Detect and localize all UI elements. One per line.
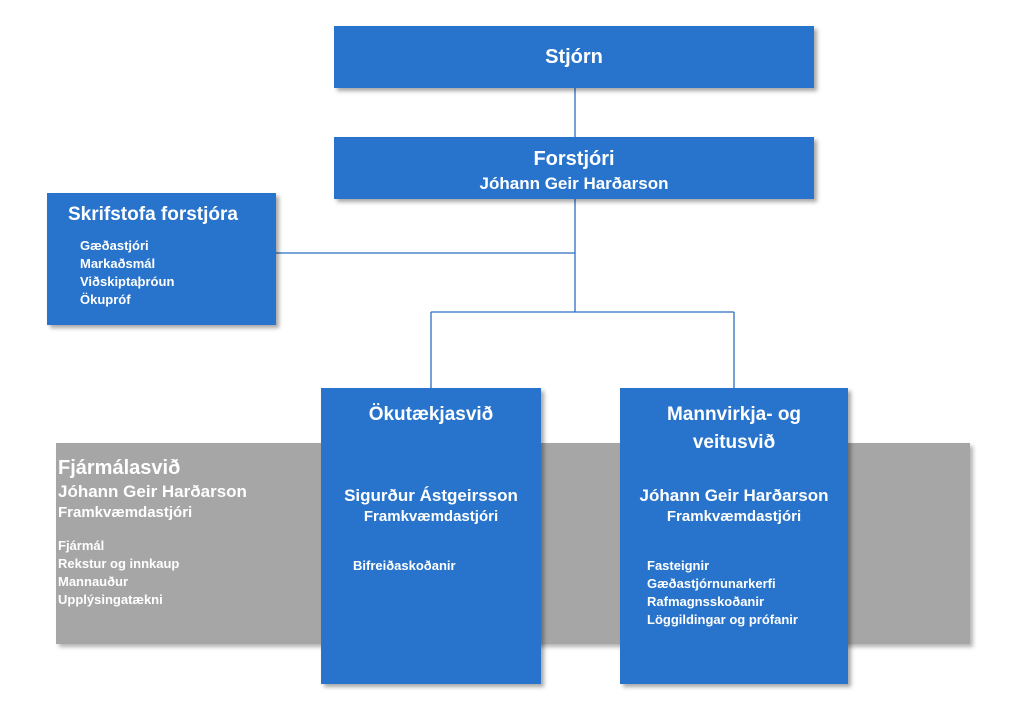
vehicles-division-box: Ökutækjasvið Sigurður Ástgeirsson Framkv… bbox=[321, 388, 541, 684]
list-item: Bifreiðaskoðanir bbox=[353, 558, 456, 573]
finance-role: Framkvæmdastjóri bbox=[58, 504, 193, 521]
vehicles-items: Bifreiðaskoðanir bbox=[353, 557, 541, 575]
ceo-office-box: Skrifstofa forstjóra Gæðastjóri Markaðsm… bbox=[47, 193, 276, 325]
list-item: Upplýsingatækni bbox=[58, 592, 163, 607]
ceo-name: Jóhann Geir Harðarson bbox=[479, 174, 669, 193]
vehicles-manager: Sigurður Ástgeirsson bbox=[344, 486, 518, 505]
finance-manager: Jóhann Geir Harðarson bbox=[58, 482, 247, 501]
infrastructure-manager: Jóhann Geir Harðarson bbox=[639, 486, 829, 505]
list-item: Rafmagnsskoðanir bbox=[647, 594, 765, 609]
office-items: Gæðastjóri Markaðsmál Viðskiptaþróun Öku… bbox=[80, 237, 276, 309]
infrastructure-role: Framkvæmdastjóri bbox=[666, 508, 802, 525]
finance-title: Fjármálasvið bbox=[58, 457, 181, 479]
list-item: Markaðsmál bbox=[80, 256, 156, 271]
vehicles-title: Ökutækjasvið bbox=[368, 404, 494, 425]
ceo-box: Forstjóri Jóhann Geir Harðarson bbox=[334, 137, 814, 199]
list-item: Ökupróf bbox=[80, 292, 131, 307]
infrastructure-items: Fasteignir Gæðastjórnunarkerfi Rafmagnss… bbox=[647, 557, 848, 629]
infrastructure-title-line1: Mannvirkja- og bbox=[666, 404, 802, 425]
infrastructure-title-line2: veitusvið bbox=[692, 432, 776, 453]
list-item: Fasteignir bbox=[647, 558, 710, 573]
list-item: Löggildingar og prófanir bbox=[647, 612, 798, 627]
board-box: Stjórn bbox=[334, 26, 814, 88]
board-title: Stjórn bbox=[545, 45, 603, 68]
list-item: Fjármál bbox=[58, 538, 105, 553]
list-item: Gæðastjóri bbox=[80, 238, 149, 253]
infrastructure-division-box: Mannvirkja- og veitusvið Jóhann Geir Har… bbox=[620, 388, 848, 684]
list-item: Rekstur og innkaup bbox=[58, 556, 180, 571]
list-item: Gæðastjórnunarkerfi bbox=[647, 576, 776, 591]
finance-items: Fjármál Rekstur og innkaup Mannauður Upp… bbox=[58, 537, 970, 609]
vehicles-role: Framkvæmdastjóri bbox=[363, 508, 499, 525]
list-item: Mannauður bbox=[58, 574, 129, 589]
office-title: Skrifstofa forstjóra bbox=[68, 204, 238, 225]
ceo-title: Forstjóri bbox=[533, 148, 615, 170]
list-item: Viðskiptaþróun bbox=[80, 274, 175, 289]
infrastructure-title: Mannvirkja- og veitusvið bbox=[620, 401, 848, 485]
